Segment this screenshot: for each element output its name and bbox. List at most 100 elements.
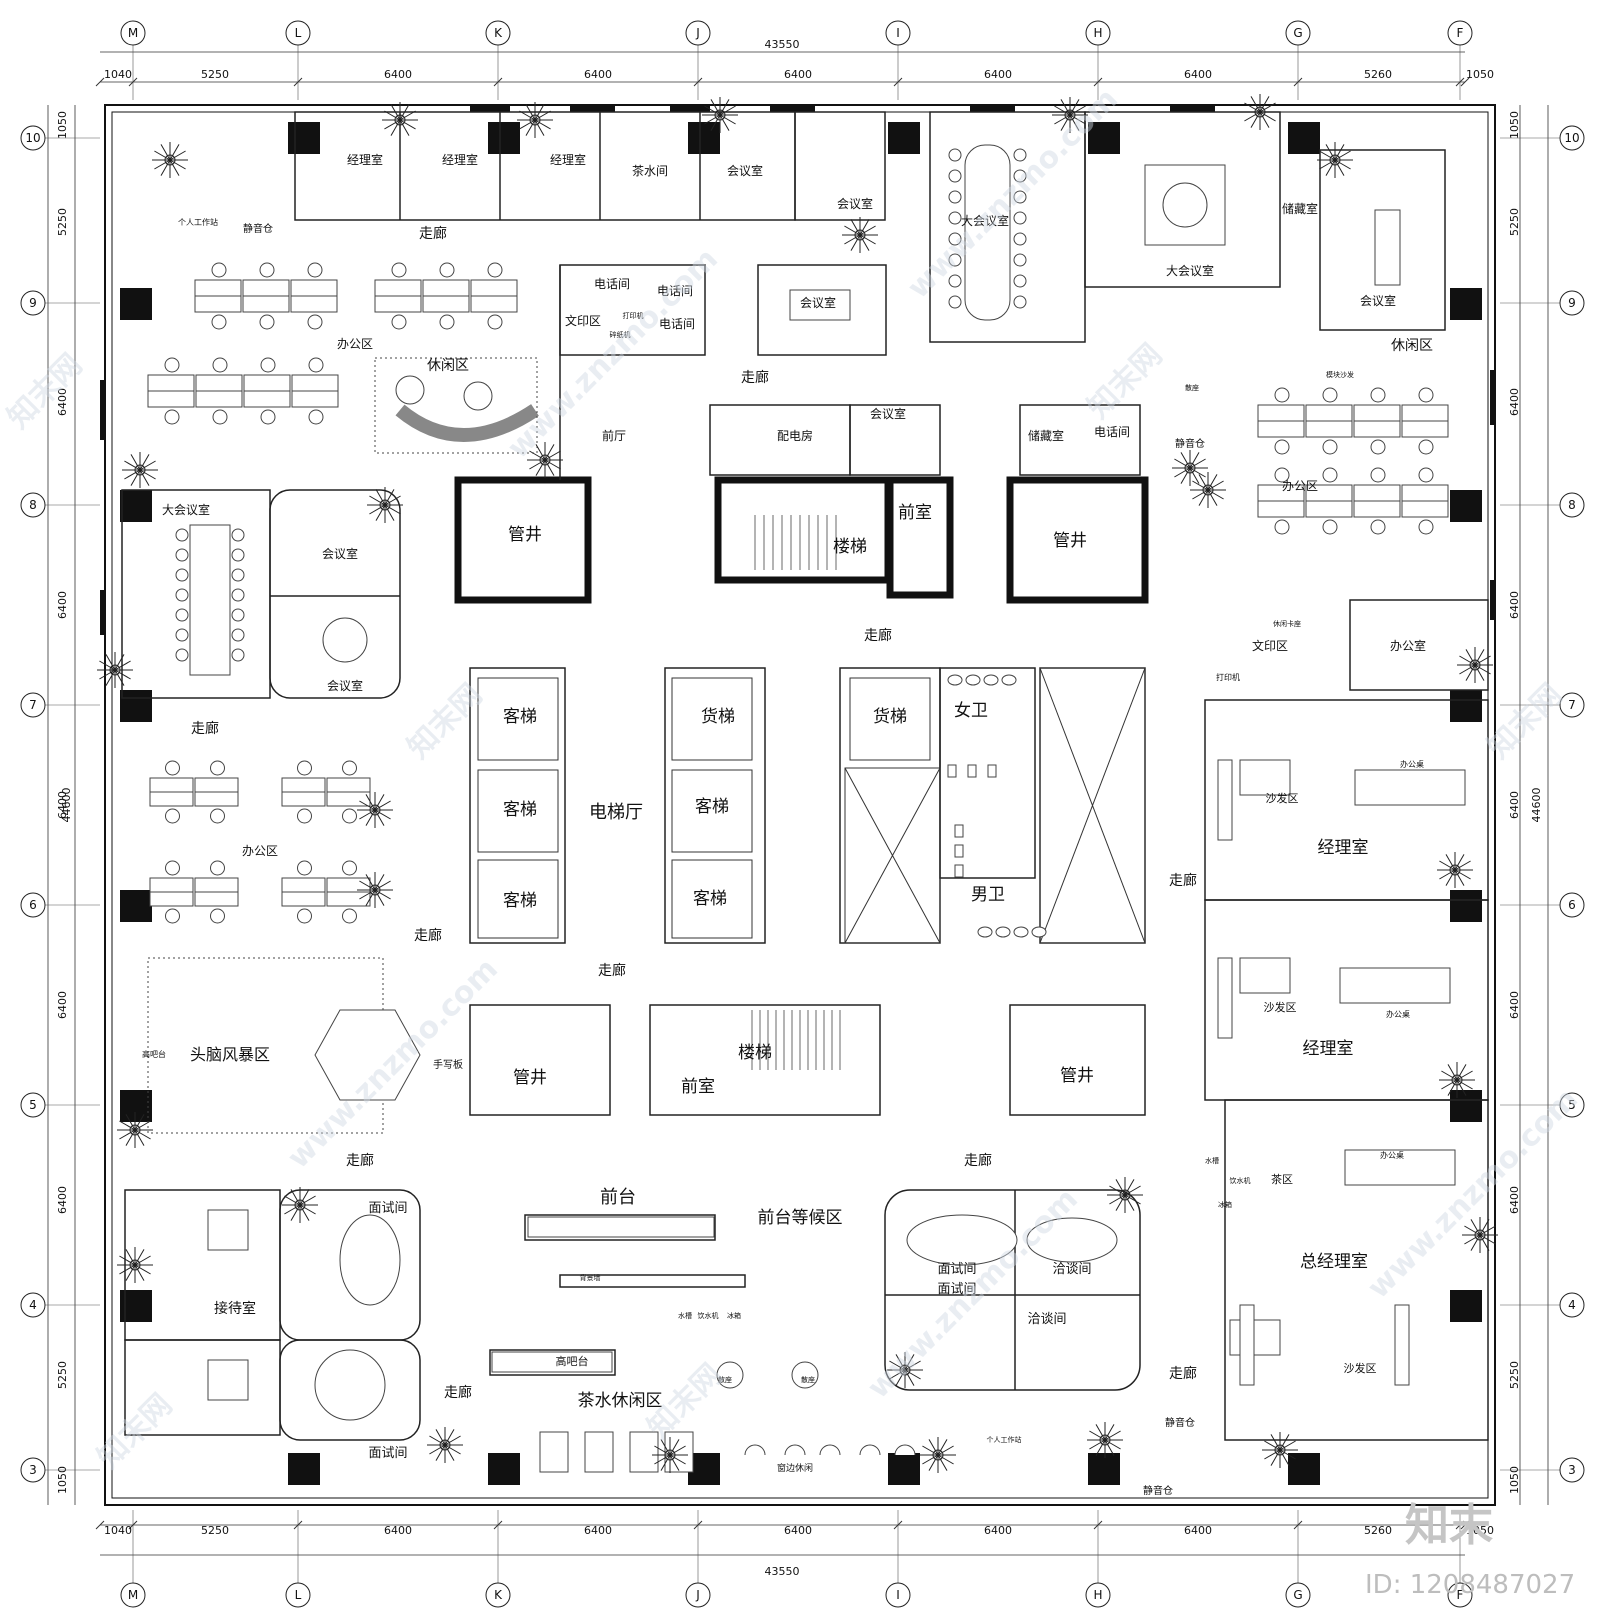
plant-icon bbox=[1172, 450, 1208, 486]
chair bbox=[231, 588, 245, 602]
office-chair bbox=[212, 357, 228, 373]
label-desk: 办公桌 bbox=[1380, 1150, 1404, 1160]
label-modular-sofa: 模块沙发 bbox=[1326, 370, 1354, 379]
span-label: 1050 bbox=[1466, 1524, 1494, 1537]
office-chair bbox=[297, 860, 312, 876]
room-label-anteroom: 前室 bbox=[681, 1077, 715, 1097]
axis-bubble-7: 7 bbox=[1559, 692, 1585, 718]
chair bbox=[1013, 169, 1027, 183]
furniture bbox=[147, 144, 1466, 1473]
office-chair bbox=[342, 808, 357, 824]
office-chair bbox=[1322, 387, 1338, 403]
span-label: 6400 bbox=[1184, 68, 1212, 81]
svg-text:K: K bbox=[494, 26, 503, 40]
svg-text:9: 9 bbox=[1568, 296, 1576, 310]
arc-sofa bbox=[395, 404, 539, 442]
svg-text:M: M bbox=[128, 1588, 138, 1602]
label-quiet-pod: 静音仓 bbox=[243, 222, 273, 235]
office-chair bbox=[487, 314, 503, 330]
plant-icon bbox=[702, 97, 738, 133]
office-chair bbox=[342, 760, 357, 776]
plant-icon bbox=[1317, 142, 1353, 178]
chair bbox=[1013, 253, 1027, 267]
axis-bubble-5: 5 bbox=[20, 1092, 46, 1118]
wash-basin bbox=[1031, 926, 1047, 938]
plant-icon bbox=[887, 1352, 923, 1388]
plant-icon bbox=[97, 652, 133, 688]
office-chair bbox=[308, 409, 324, 425]
oval-table bbox=[906, 1214, 1018, 1266]
office-chair bbox=[210, 808, 225, 824]
sofa bbox=[1217, 759, 1233, 841]
area-label-lounge: 休闲区 bbox=[427, 358, 469, 374]
loose-seat bbox=[716, 1361, 744, 1389]
chair bbox=[175, 588, 189, 602]
label-corridor: 走廊 bbox=[741, 369, 769, 386]
total-dimension-bottom: 43550 bbox=[765, 1565, 800, 1578]
span-label: 1050 bbox=[1508, 1466, 1521, 1494]
core-walls bbox=[454, 476, 1149, 604]
workstation-desk bbox=[422, 279, 470, 297]
office-chair bbox=[342, 908, 357, 924]
office-chair bbox=[1370, 467, 1386, 483]
office-chair bbox=[1274, 387, 1290, 403]
coffee-table bbox=[207, 1209, 249, 1251]
axis-bubble-7: 7 bbox=[20, 692, 46, 718]
svg-text:4: 4 bbox=[1568, 1298, 1576, 1312]
chair bbox=[1013, 274, 1027, 288]
axis-bubble-M: M bbox=[120, 1582, 146, 1608]
meeting-table bbox=[1374, 209, 1401, 286]
span-label: 6400 bbox=[584, 1524, 612, 1537]
label-corridor: 走廊 bbox=[346, 1152, 374, 1169]
label-backdrop-wall: 背景墙 bbox=[580, 1273, 601, 1282]
window-seat bbox=[784, 1444, 806, 1456]
manager-desk bbox=[1344, 1149, 1456, 1186]
room-label-men-wc: 男卫 bbox=[971, 885, 1005, 905]
lounge-seat bbox=[584, 1431, 614, 1473]
office-chair bbox=[211, 262, 227, 278]
plant-icon bbox=[652, 1437, 688, 1473]
svg-text:J: J bbox=[695, 26, 700, 40]
svg-text:6: 6 bbox=[1568, 898, 1576, 912]
office-chair bbox=[260, 409, 276, 425]
room-label-meeting: 会议室 bbox=[322, 546, 358, 561]
window-seat bbox=[894, 1444, 916, 1456]
lift-shafts bbox=[477, 667, 1146, 944]
svg-text:10: 10 bbox=[1564, 131, 1579, 145]
plant-icon bbox=[357, 792, 393, 828]
span-label: 5250 bbox=[56, 208, 69, 236]
workstation-desk bbox=[291, 390, 339, 408]
room-label-meeting: 会议室 bbox=[727, 163, 763, 178]
svg-text:G: G bbox=[1293, 1588, 1302, 1602]
dimension-tick bbox=[893, 77, 903, 87]
label-sink: 水槽 bbox=[1205, 1156, 1219, 1165]
room-label-manager: 经理室 bbox=[550, 152, 586, 167]
hex-table bbox=[314, 1009, 421, 1101]
workstation-desk bbox=[1353, 404, 1401, 422]
plant-icon bbox=[382, 102, 418, 138]
span-label: 6400 bbox=[1184, 1524, 1212, 1537]
chair bbox=[175, 568, 189, 582]
dimension-tick bbox=[1293, 77, 1303, 87]
svg-text:L: L bbox=[295, 1588, 302, 1602]
label-loose-seat: 散座 bbox=[1185, 383, 1199, 392]
office-chair bbox=[165, 808, 180, 824]
workstation-desk bbox=[195, 390, 243, 408]
axis-bubble-M: M bbox=[120, 20, 146, 46]
logo-mark: 知末 bbox=[1405, 1500, 1493, 1551]
area-label-lounge: 休闲区 bbox=[1391, 338, 1433, 354]
svg-text:8: 8 bbox=[29, 498, 37, 512]
svg-text:L: L bbox=[295, 26, 302, 40]
span-label: 6400 bbox=[784, 68, 812, 81]
dimension-tick bbox=[1455, 1520, 1465, 1530]
office-chair bbox=[260, 357, 276, 373]
interior-partitions bbox=[121, 111, 1489, 1441]
workstation-desk bbox=[1353, 500, 1401, 518]
room-label-tea-room: 茶水间 bbox=[632, 163, 668, 178]
axis-bubble-J: J bbox=[685, 1582, 711, 1608]
axis-bubble-4: 4 bbox=[20, 1292, 46, 1318]
chair bbox=[175, 648, 189, 662]
room-label-phone-booth: 电话间 bbox=[594, 277, 630, 291]
axis-bubble-6: 6 bbox=[20, 892, 46, 918]
workstation-desk bbox=[290, 295, 338, 313]
